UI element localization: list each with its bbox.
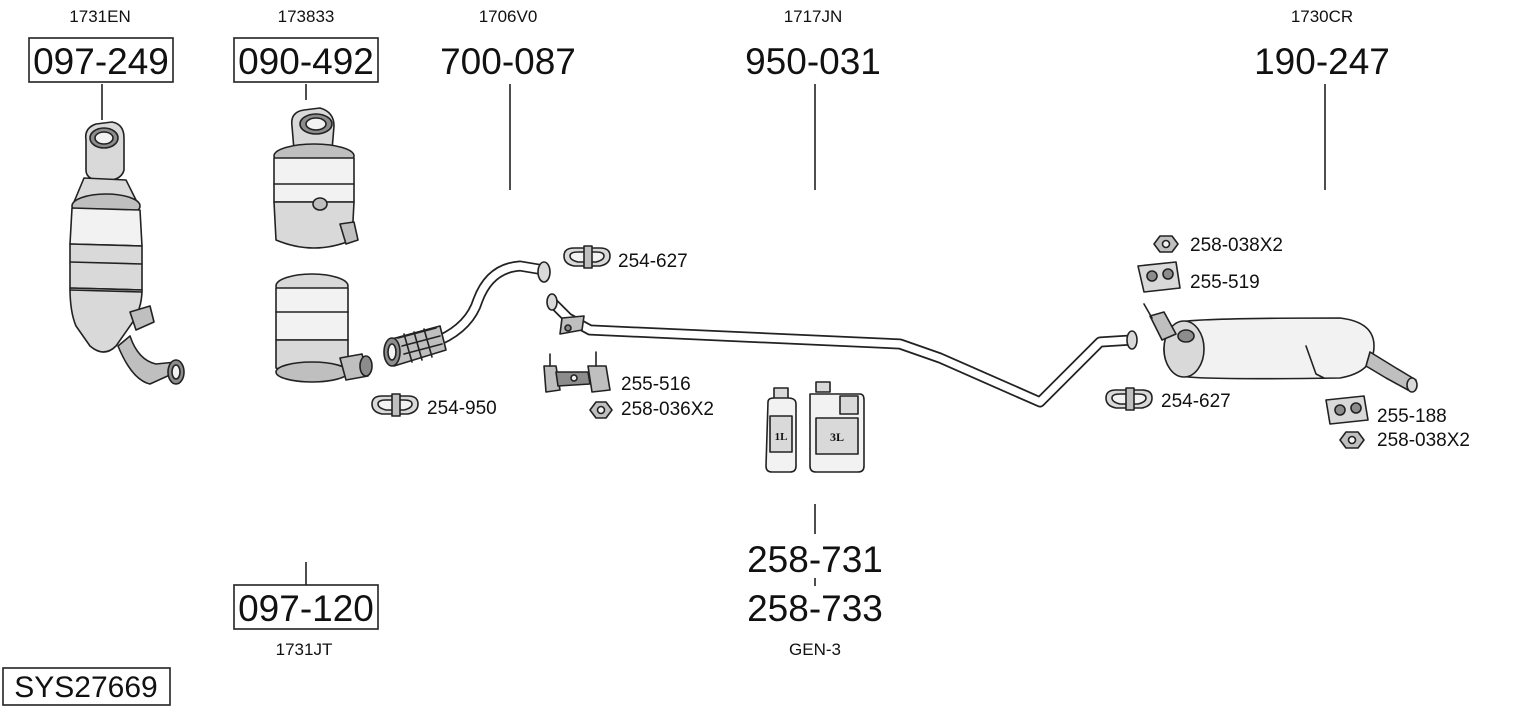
dpf-upper-illustration[interactable] xyxy=(273,107,359,249)
bottle-large-label: 3L xyxy=(830,430,844,444)
hanger-rear-top-icon[interactable] xyxy=(1137,261,1181,293)
part-number-additive-a[interactable]: 258-731 xyxy=(747,539,883,580)
ref-code-dpf: 173833 xyxy=(278,7,335,26)
center-pipe-illustration[interactable] xyxy=(546,293,1138,408)
front-pipe-illustration[interactable] xyxy=(383,260,551,367)
label-nut-rear-top[interactable]: 258-038X2 xyxy=(1190,235,1283,256)
part-box-catalyst xyxy=(28,37,174,83)
part-number-catalyst[interactable]: 097-249 xyxy=(33,41,169,82)
additive-bottle-large-icon[interactable]: 3L xyxy=(809,381,865,473)
label-clamp-flex[interactable]: 254-950 xyxy=(427,398,497,419)
label-hanger-mid[interactable]: 255-516 xyxy=(621,374,691,395)
label-nut-mid[interactable]: 258-036X2 xyxy=(621,399,714,420)
hanger-mid-icon[interactable] xyxy=(543,351,611,393)
ref-code-center-pipe: 1717JN xyxy=(784,7,843,26)
ref-code-catalyst: 1731EN xyxy=(69,7,130,26)
label-hanger-rear-top[interactable]: 255-519 xyxy=(1190,272,1260,293)
ref-code-front-pipe: 1706V0 xyxy=(479,7,538,26)
ref-code-rear-silencer: 1730CR xyxy=(1291,7,1353,26)
nut-rear-top-icon[interactable] xyxy=(1153,235,1179,253)
part-number-rear-silencer[interactable]: 190-247 xyxy=(1254,41,1390,82)
hanger-rear-bottom-icon[interactable] xyxy=(1325,395,1369,425)
system-code-box xyxy=(2,667,171,706)
label-hanger-rear-bottom[interactable]: 255-188 xyxy=(1377,406,1447,427)
clamp-rear-icon[interactable] xyxy=(1105,387,1153,411)
clamp-flex-icon[interactable] xyxy=(371,393,419,417)
part-number-additive-b[interactable]: 258-733 xyxy=(747,588,883,629)
part-number-dpf[interactable]: 090-492 xyxy=(238,41,374,82)
nut-mid-icon[interactable] xyxy=(589,401,613,419)
label-nut-rear-bottom[interactable]: 258-038X2 xyxy=(1377,430,1470,451)
part-number-center-pipe[interactable]: 950-031 xyxy=(745,41,881,82)
bottle-small-label: 1L xyxy=(775,431,788,443)
ref-code-dpf-kit: 1731JT xyxy=(276,640,333,659)
part-number-dpf-kit[interactable]: 097-120 xyxy=(238,588,374,629)
label-clamp-front[interactable]: 254-627 xyxy=(618,251,688,272)
rear-silencer-illustration[interactable] xyxy=(1143,303,1418,393)
catalytic-converter-illustration[interactable] xyxy=(69,121,185,385)
dpf-lower-illustration[interactable] xyxy=(275,273,373,383)
clamp-icon[interactable] xyxy=(563,245,611,269)
nut-rear-bottom-icon[interactable] xyxy=(1339,431,1365,449)
part-number-front-pipe[interactable]: 700-087 xyxy=(440,41,576,82)
part-box-dpf xyxy=(233,37,379,83)
part-box-dpf-kit xyxy=(233,584,379,630)
label-clamp-rear[interactable]: 254-627 xyxy=(1161,391,1231,412)
system-code: SYS27669 xyxy=(14,671,157,704)
additive-bottle-small-icon[interactable]: 1L xyxy=(765,387,797,473)
ref-code-additive: GEN-3 xyxy=(789,640,841,659)
